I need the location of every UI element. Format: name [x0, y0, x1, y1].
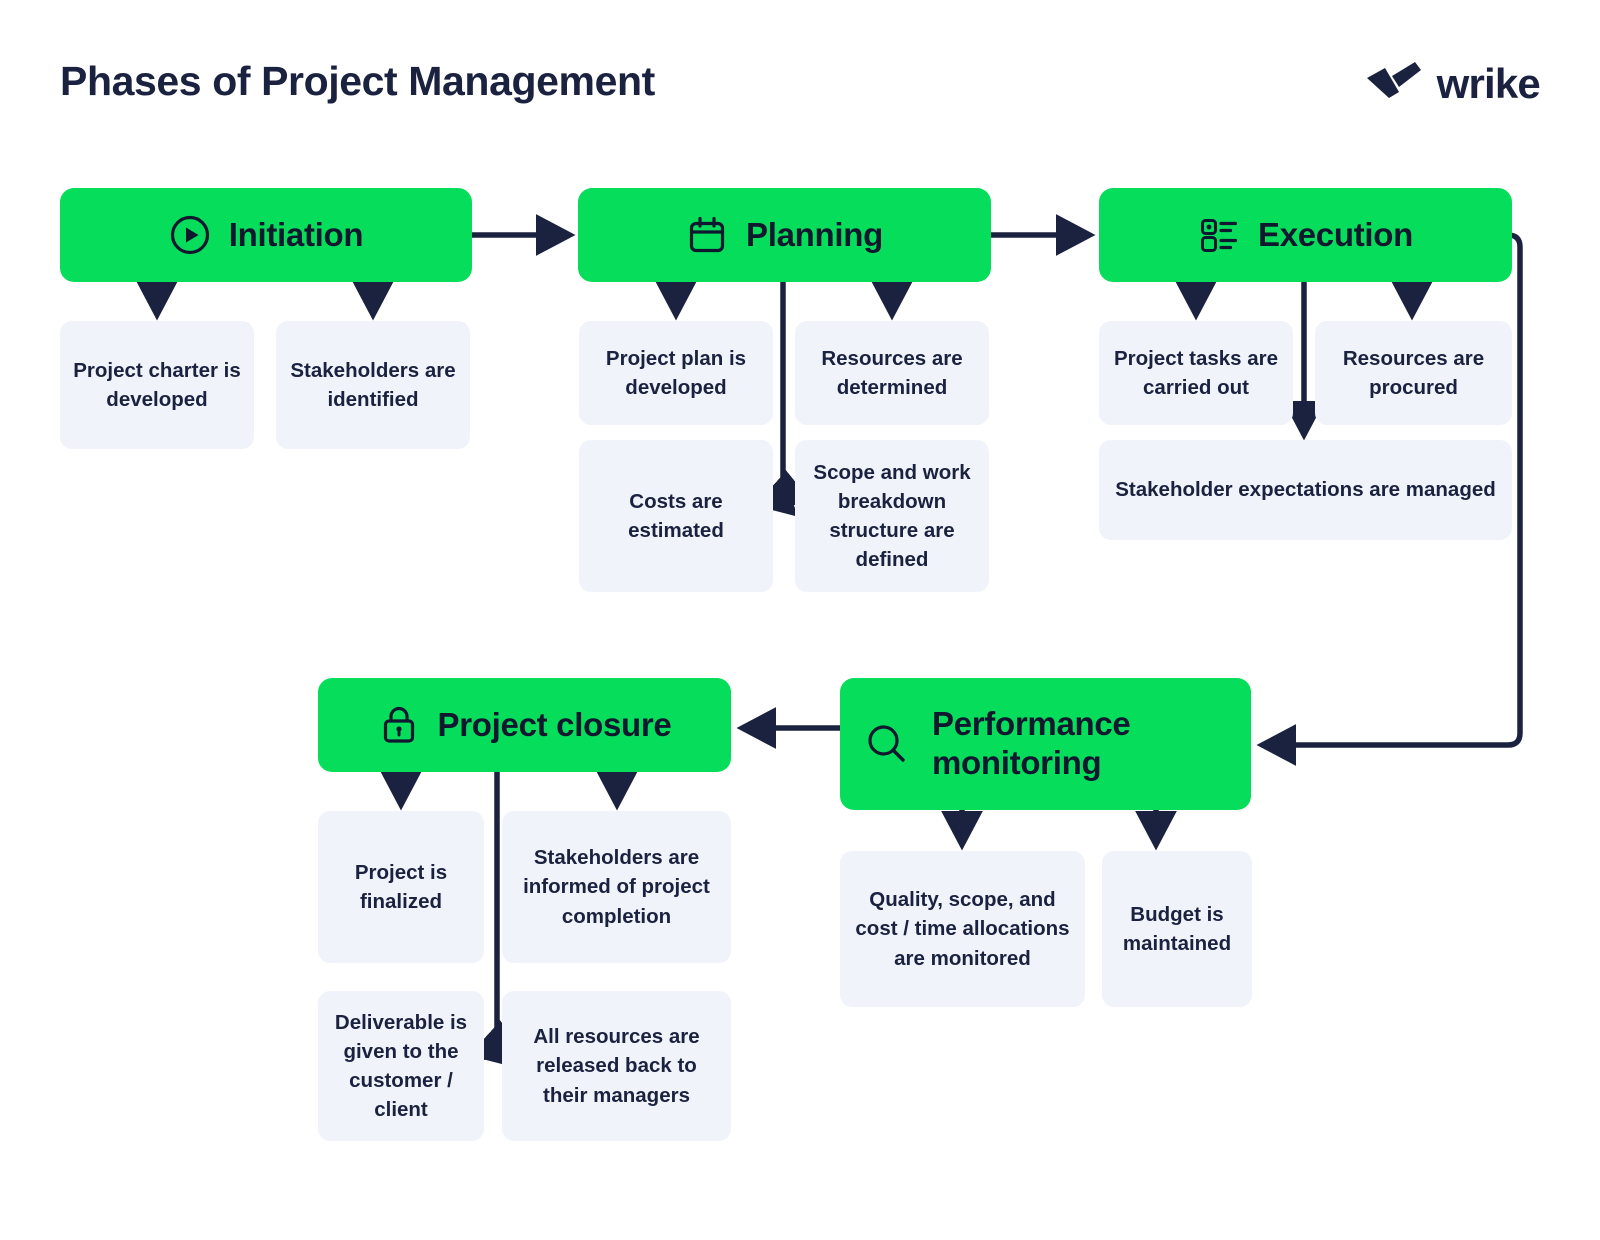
detail-budget-maintained: Budget is maintained — [1102, 851, 1252, 1007]
magnifier-icon — [864, 721, 910, 767]
detail-stakeholder-expectations: Stakeholder expectations are managed — [1099, 440, 1512, 540]
phase-planning-label: Planning — [746, 215, 883, 253]
arrow-planning-split-right — [754, 474, 799, 517]
detail-scope-wbs: Scope and work breakdown structure are d… — [795, 440, 989, 592]
task-list-icon — [1198, 214, 1240, 256]
phase-performance-monitoring-label: Performance monitoring — [932, 705, 1131, 781]
detail-project-finalized: Project is finalized — [318, 811, 484, 963]
detail-quality-scope-cost: Quality, scope, and cost / time allocati… — [840, 851, 1085, 1007]
detail-deliverable-given: Deliverable is given to the customer / c… — [318, 991, 484, 1141]
brand-logo: wrike — [1365, 59, 1541, 107]
arrow-closure-split-left — [481, 1019, 526, 1061]
detail-resources-procured: Resources are procured — [1315, 321, 1512, 425]
arrow-planning-split-left — [767, 469, 812, 511]
detail-project-tasks: Project tasks are carried out — [1099, 321, 1293, 425]
page-title: Phases of Project Management — [60, 58, 655, 104]
phase-initiation[interactable]: Initiation — [60, 188, 472, 282]
phase-execution[interactable]: Execution — [1099, 188, 1512, 282]
detail-resources-released: All resources are released back to their… — [502, 991, 731, 1141]
play-circle-icon — [169, 214, 211, 256]
detail-stakeholders-informed: Stakeholders are informed of project com… — [502, 811, 731, 963]
detail-project-charter: Project charter is developed — [60, 321, 254, 449]
phase-project-closure-label: Project closure — [437, 705, 672, 743]
phase-performance-monitoring[interactable]: Performance monitoring — [840, 678, 1251, 810]
brand-name: wrike — [1436, 59, 1541, 107]
phase-initiation-label: Initiation — [228, 215, 364, 253]
wrike-checkmark-icon — [1365, 60, 1423, 107]
phase-planning[interactable]: Planning — [578, 188, 991, 282]
detail-costs-estimated: Costs are estimated — [579, 440, 773, 592]
phase-execution-label: Execution — [1257, 215, 1413, 253]
detail-project-plan: Project plan is developed — [579, 321, 773, 425]
calendar-icon — [686, 214, 728, 256]
detail-stakeholders-identified: Stakeholders are identified — [276, 321, 470, 449]
phase-project-closure[interactable]: Project closure — [318, 678, 731, 772]
detail-resources-determined: Resources are determined — [795, 321, 989, 425]
lock-icon — [378, 704, 420, 746]
